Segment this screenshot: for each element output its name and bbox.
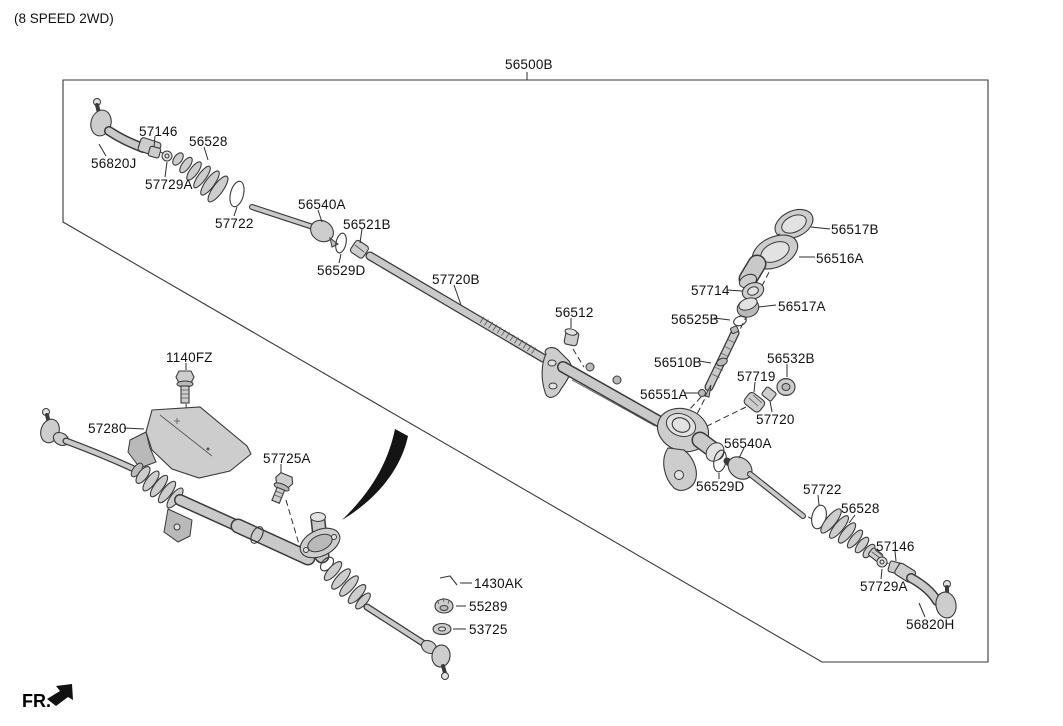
- bolt-57725A-art: [271, 471, 294, 504]
- oring-57722-left-art: [229, 180, 245, 208]
- assembly-boundary: [62, 72, 989, 663]
- split-pin-art: [439, 575, 458, 586]
- part-label-57146-left: 57146: [139, 124, 178, 139]
- part-label-57280: 57280: [88, 421, 127, 436]
- part-label-56820J: 56820J: [91, 156, 137, 171]
- bush-57720-art: [761, 386, 777, 402]
- washer-left-art: [161, 150, 173, 162]
- cover-assy-56516A-art: [738, 234, 799, 289]
- rack-bar-art: [365, 251, 548, 363]
- part-label-56551A: 56551A: [640, 387, 688, 402]
- part-label-1430AK: 1430AK: [474, 576, 524, 591]
- part-label-57720: 57720: [756, 412, 795, 427]
- part-label-56529D-left: 56529D: [317, 263, 366, 278]
- ball-56551A-art: [698, 389, 706, 397]
- part-label-56540A-left: 56540A: [298, 197, 346, 212]
- part-label-57725A: 57725A: [263, 451, 311, 466]
- part-label-1140FZ: 1140FZ: [166, 350, 213, 365]
- part-label-57729A-left: 57729A: [145, 177, 193, 192]
- inner-ball-joint-right-art: [723, 456, 806, 519]
- pinion-valve-art: [704, 325, 740, 398]
- pointer-swoosh: [342, 429, 408, 520]
- part-label-56525B: 56525B: [671, 312, 719, 327]
- part-label-56510B: 56510B: [654, 355, 702, 370]
- fr-direction-label: FR.: [22, 691, 51, 711]
- part-label-55289: 55289: [469, 599, 508, 614]
- bellows-right-art: [820, 508, 884, 563]
- part-label-56500B: 56500B: [505, 57, 553, 72]
- bush-56512-art: [563, 328, 580, 347]
- part-label-57720B: 57720B: [432, 272, 480, 287]
- part-label-56529D-right: 56529D: [696, 479, 745, 494]
- damper-57719-art: [743, 392, 766, 413]
- part-label-56516A: 56516A: [816, 251, 864, 266]
- bolt-1140FZ-art: [175, 370, 195, 404]
- heat-protector-art: [127, 406, 252, 479]
- gear-housing-art: [541, 347, 725, 491]
- leader-lines: [98, 135, 926, 630]
- part-label-56820H: 56820H: [906, 617, 955, 632]
- castle-nut-art: [434, 597, 454, 614]
- part-label-56540A-right: 56540A: [724, 436, 772, 451]
- fr-direction-arrow: [47, 684, 73, 706]
- washer-57714-art: [741, 282, 765, 300]
- grommet-56532B-art: [776, 377, 796, 397]
- part-label-53725: 53725: [469, 622, 508, 637]
- part-label-57722-left: 57722: [215, 216, 254, 231]
- part-label-56512: 56512: [555, 305, 594, 320]
- bushing-56521B-art: [349, 239, 369, 259]
- washer-right-art: [876, 556, 888, 568]
- tie-rod-end-right-art: [894, 562, 957, 619]
- inner-ball-joint-left-art: [249, 204, 339, 248]
- part-label-56517A: 56517A: [778, 299, 826, 314]
- dust-cover-56517B-art: [774, 208, 814, 240]
- part-label-57146-right: 57146: [876, 539, 915, 554]
- part-label-57722-right: 57722: [803, 482, 842, 497]
- assembled-gear-art: [40, 408, 451, 680]
- part-label-57729A-right: 57729A: [860, 579, 908, 594]
- part-label-56517B: 56517B: [831, 222, 879, 237]
- part-label-56521B: 56521B: [343, 217, 391, 232]
- part-label-57714: 57714: [691, 283, 730, 298]
- part-label-56528-right: 56528: [841, 501, 880, 516]
- bellows-left-art: [172, 152, 229, 203]
- part-label-56528-left: 56528: [189, 134, 228, 149]
- part-label-56532B: 56532B: [767, 351, 815, 366]
- bearing-56517A-art: [736, 297, 760, 318]
- diagram-title: (8 SPEED 2WD): [14, 11, 114, 26]
- snap-ring-56525B-art: [733, 315, 747, 327]
- oring-56529D-left-art: [335, 232, 347, 254]
- washer-53725-art: [432, 622, 452, 636]
- part-label-57719: 57719: [737, 369, 776, 384]
- nut-left-art: [147, 145, 162, 159]
